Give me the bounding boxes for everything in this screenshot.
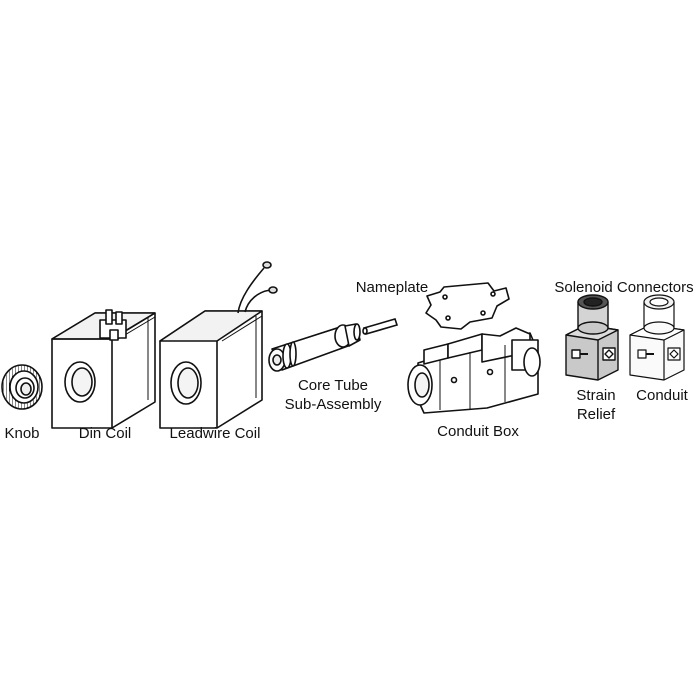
label-strain-relief: Strain Relief bbox=[566, 386, 626, 424]
core-tube-drawing bbox=[268, 323, 361, 372]
label-din-coil: Din Coil bbox=[78, 425, 132, 442]
label-conduit-box: Conduit Box bbox=[437, 423, 519, 440]
label-strain-relief-line2: Relief bbox=[576, 406, 616, 423]
label-core-tube: Core Tube Sub-Assembly bbox=[278, 376, 388, 414]
label-core-tube-line1: Core Tube bbox=[297, 377, 369, 394]
plunger-drawing bbox=[362, 318, 399, 335]
nameplate-drawing bbox=[425, 282, 510, 330]
conduit-connector-drawing bbox=[629, 294, 685, 381]
conduit-box-drawing bbox=[407, 327, 541, 414]
label-conduit: Conduit bbox=[636, 387, 688, 404]
din-coil-drawing bbox=[51, 309, 156, 429]
knob-drawing bbox=[1, 364, 43, 410]
label-core-tube-line2: Sub-Assembly bbox=[284, 396, 382, 413]
label-nameplate: Nameplate bbox=[355, 279, 429, 296]
strain-relief-connector-drawing bbox=[565, 294, 619, 381]
label-knob: Knob bbox=[4, 425, 40, 442]
label-leadwire-coil: Leadwire Coil bbox=[169, 425, 261, 442]
leadwire-coil-drawing bbox=[159, 261, 278, 429]
label-solenoid-connectors: Solenoid Connectors bbox=[554, 279, 694, 296]
label-strain-relief-line1: Strain bbox=[576, 387, 616, 404]
